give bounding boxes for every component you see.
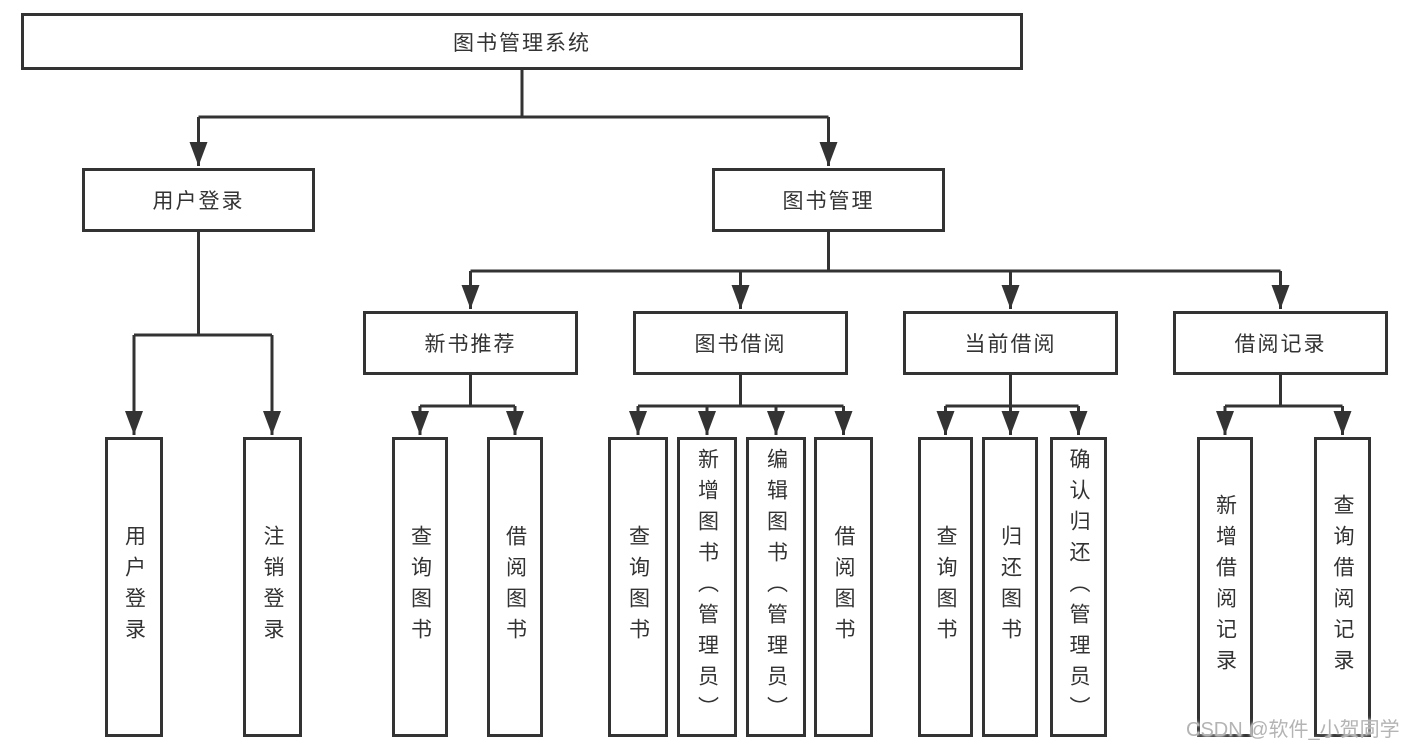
leaf-return-books: 归还图书 (982, 437, 1038, 737)
leaf-confirm-return-admin: 确认归还（管理员） (1050, 437, 1107, 737)
node-book-borrowing: 图书借阅 (633, 311, 848, 375)
node-user-login: 用户登录 (82, 168, 315, 232)
node-current-borrowing: 当前借阅 (903, 311, 1118, 375)
leaf-borrow-books-recommend: 借阅图书 (487, 437, 543, 737)
leaf-query-borrow-record: 查询借阅记录 (1314, 437, 1371, 737)
leaf-query-books-recommend: 查询图书 (392, 437, 448, 737)
leaf-query-books-current: 查询图书 (918, 437, 973, 737)
leaf-user-login: 用户登录 (105, 437, 163, 737)
leaf-query-books-borrow: 查询图书 (608, 437, 668, 737)
leaf-add-borrow-record: 新增借阅记录 (1197, 437, 1253, 737)
csdn-watermark: CSDN @软件_小贺同学 (1186, 719, 1400, 741)
node-borrowing-records: 借阅记录 (1173, 311, 1388, 375)
leaf-logout: 注销登录 (243, 437, 302, 737)
node-book-management: 图书管理 (712, 168, 945, 232)
leaf-edit-books-admin: 编辑图书（管理员） (746, 437, 806, 737)
leaf-add-books-admin: 新增图书（管理员） (677, 437, 737, 737)
leaf-borrow-books: 借阅图书 (814, 437, 873, 737)
node-new-book-recommendation: 新书推荐 (363, 311, 578, 375)
node-library-management-system: 图书管理系统 (21, 13, 1023, 70)
